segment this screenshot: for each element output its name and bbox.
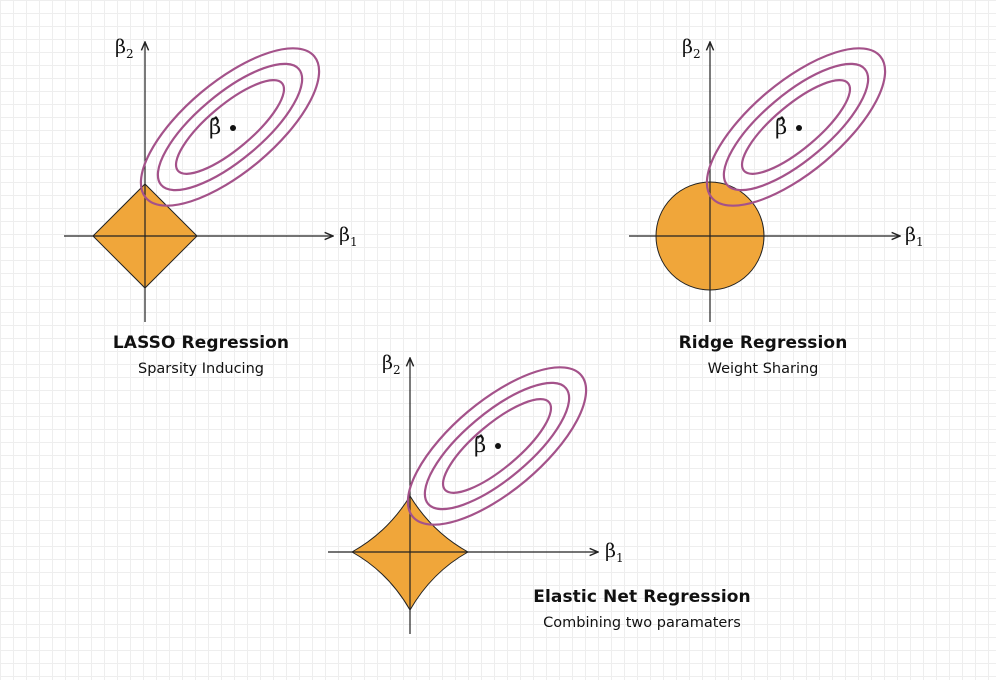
elastic-net-contour-middle — [423, 381, 571, 511]
elastic-net-panel: β̂ β1 β2 — [328, 352, 624, 634]
ridge-contours — [705, 47, 887, 207]
ridge-y-axis-label: β2 — [682, 36, 701, 61]
elastic-net-x-axis-label: β1 — [605, 540, 624, 565]
elastic-net-estimate-label: β̂ — [474, 433, 486, 457]
ridge-estimate-label: β̂ — [775, 115, 787, 139]
lasso-estimate-point — [230, 125, 236, 131]
elastic-net-subtitle: Combining two paramaters — [543, 615, 741, 631]
lasso-contour-outer — [139, 47, 321, 207]
elastic-net-y-axis-label: β2 — [382, 352, 401, 377]
elastic-net-contour-outer — [406, 366, 588, 526]
lasso-title: LASSO Regression — [112, 333, 290, 353]
ridge-panel: β̂ β1 β2 — [629, 36, 924, 322]
lasso-x-axis-label: β1 — [339, 224, 358, 249]
lasso-y-axis-label: β2 — [115, 36, 134, 61]
lasso-contour-middle — [156, 62, 304, 192]
elastic-net-contour-inner — [441, 398, 553, 494]
ridge-contour-middle — [722, 62, 870, 192]
lasso-contours — [139, 47, 321, 207]
ridge-contour-outer — [705, 47, 887, 207]
ridge-x-axis-label: β1 — [905, 224, 924, 249]
ridge-title: Ridge Regression — [678, 333, 848, 353]
lasso-contour-inner — [174, 79, 286, 175]
lasso-caption: LASSO Regression Sparsity Inducing — [51, 333, 351, 377]
lasso-panel: β̂ β1 β2 — [64, 36, 358, 322]
elastic-net-caption: Elastic Net Regression Combining two par… — [492, 587, 792, 631]
elastic-net-title: Elastic Net Regression — [533, 587, 751, 607]
ridge-contour-inner — [740, 79, 852, 175]
lasso-estimate-label: β̂ — [209, 115, 221, 139]
ridge-subtitle: Weight Sharing — [707, 361, 819, 377]
elastic-net-estimate-point — [495, 443, 501, 449]
ridge-estimate-point — [796, 125, 802, 131]
elastic-net-contours — [406, 366, 588, 526]
ridge-caption: Ridge Regression Weight Sharing — [613, 333, 913, 377]
lasso-subtitle: Sparsity Inducing — [138, 361, 264, 377]
